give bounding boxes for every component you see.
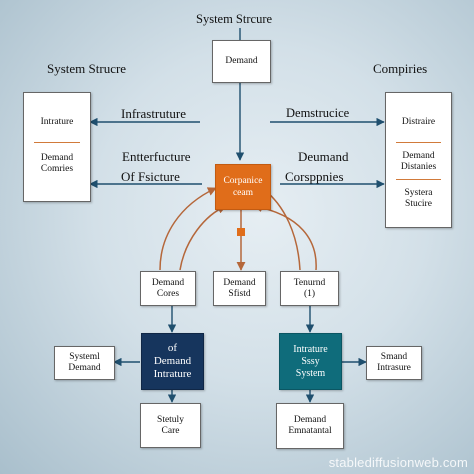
connector-marker (237, 228, 245, 236)
node-line: of (167, 342, 178, 354)
connector (179, 205, 227, 271)
label-deumand: Deumand (298, 149, 349, 164)
node-line: Cores (156, 288, 180, 299)
node-demand-emnatntal: Demand Emnatantal (276, 403, 344, 449)
node-line: Sssy (301, 355, 320, 367)
connector (159, 187, 217, 271)
label-demstrucice: Demstrucice (286, 106, 350, 120)
node-line: Demand (402, 151, 435, 161)
node-line: Demand (68, 363, 101, 373)
label-corspnies: Corsppnies (285, 169, 344, 184)
node-line: System (295, 367, 326, 379)
node-line: (1) (303, 288, 316, 299)
label-infrastructure: Infrastruture (121, 106, 186, 121)
node-line: Comries (40, 164, 74, 174)
node-right-box: Distraire Demand Distanies Systera Stuci… (385, 92, 452, 228)
node-system-teal: Intrature Sssy System (279, 333, 342, 390)
node-line: Stetuly (157, 414, 184, 425)
diagram-title: System Strcure (196, 12, 273, 26)
node-line: Demand (40, 153, 74, 163)
node-tenurnd: Tenurnd (1) (280, 271, 339, 306)
watermark: stablediffusionweb.com (328, 455, 468, 470)
node-line: Intrasure (377, 363, 411, 373)
node-demand-cores: Demand Cores (140, 271, 196, 306)
node-separator (33, 142, 81, 143)
node-line: Care (161, 425, 180, 436)
node-line: Emnatantal (288, 426, 332, 436)
label-of-fsicture: Of Fsicture (121, 169, 180, 184)
node-line: Systera (404, 188, 433, 198)
connector (253, 203, 317, 271)
node-line: Intrature (293, 343, 328, 355)
node-line: Intrature (40, 117, 74, 127)
node-line: Distanies (400, 162, 437, 172)
node-line: ceam (232, 188, 254, 198)
node-separator (395, 142, 442, 143)
left-heading: System Strucre (47, 61, 127, 76)
node-smand: Smand Intrasure (366, 346, 422, 380)
node-line: Smand (380, 352, 408, 362)
node-line: Demand (225, 56, 258, 66)
node-left-box: Intrature Demand Comries (23, 92, 91, 202)
node-line: Systeml (69, 352, 100, 362)
node-center: Corpanice ceam (215, 164, 271, 210)
node-line: Demand (151, 277, 185, 288)
node-line: Demand (293, 415, 327, 425)
node-line: Corpanice (223, 176, 263, 186)
node-line: Distraire (401, 117, 436, 127)
node-of-demand: of Demand Intrature (141, 333, 204, 390)
node-line: Tenurnd (293, 277, 326, 288)
node-line: Demand (223, 277, 256, 288)
node-demand-top: Demand (212, 40, 271, 83)
right-heading: Compiries (373, 61, 428, 76)
node-separator (395, 179, 442, 180)
node-line: Demand (153, 355, 192, 367)
label-enterfucture: Entterfucture (122, 149, 191, 164)
node-stetuly-care: Stetuly Care (140, 403, 201, 448)
node-demand-sfistd: Demand Sfistd (213, 271, 266, 306)
node-system-demand: Systeml Demand (54, 346, 115, 380)
node-line: Sfistd (228, 288, 251, 299)
node-line: Stucire (405, 199, 432, 209)
node-line: Intrature (153, 368, 192, 380)
